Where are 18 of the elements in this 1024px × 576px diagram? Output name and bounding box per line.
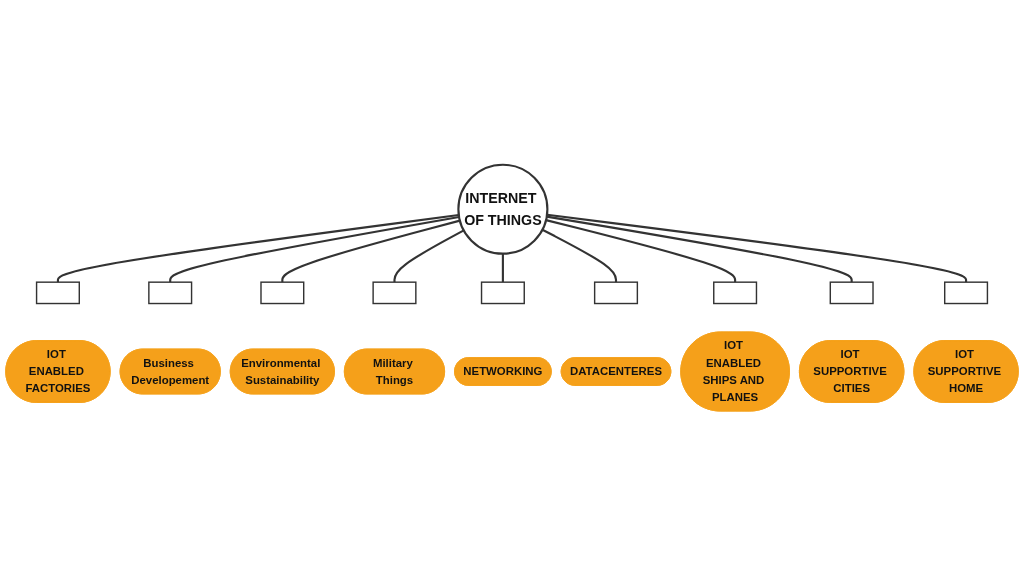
connector <box>56 214 459 283</box>
connector <box>501 253 504 283</box>
connector <box>546 215 853 283</box>
node-box <box>713 281 758 305</box>
node-box <box>829 281 874 305</box>
node-box <box>260 281 305 305</box>
node-circle: INTERNET OF THINGS <box>457 163 549 255</box>
node-box <box>480 281 525 305</box>
node-box <box>593 281 639 305</box>
connector <box>546 213 968 283</box>
connector <box>541 228 618 283</box>
node-box <box>148 281 193 305</box>
connector <box>393 229 465 283</box>
node-box <box>35 281 80 305</box>
node-box <box>944 281 989 305</box>
connector <box>545 219 737 283</box>
connector <box>169 216 460 283</box>
node-box <box>372 281 417 305</box>
